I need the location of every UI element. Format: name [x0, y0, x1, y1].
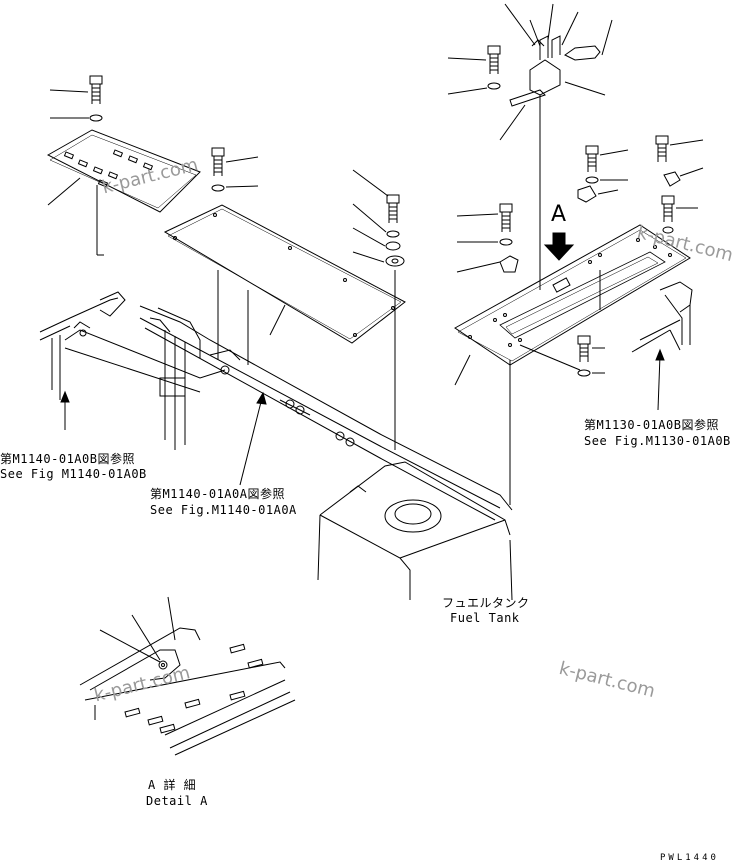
left-cover-plate — [46, 129, 201, 213]
ref-m1140b-jp: 第M1140-01A0B図参照 — [0, 452, 135, 466]
view-arrow-a — [543, 232, 575, 261]
ref-m1130b-en: See Fig.M1130-01A0B — [584, 434, 731, 448]
view-letter-a: A — [551, 202, 567, 227]
fuel-tank — [317, 461, 513, 601]
center-cover-plate — [163, 204, 406, 344]
fuel-tank-label-jp: フュエルタンク — [442, 596, 530, 610]
fuel-tank-label-en: Fuel Tank — [450, 611, 520, 625]
frame-rails — [39, 291, 513, 521]
detail-a-label-en: Detail A — [146, 794, 208, 808]
bolt-left — [49, 75, 103, 122]
ref-m1140a-en: See Fig.M1140-01A0A — [150, 503, 297, 517]
top-right-bracket — [447, 3, 613, 290]
bolts-right — [456, 135, 704, 377]
bolt-spacer-stack — [352, 169, 405, 450]
ref-m1130b-jp: 第M1130-01A0B図参照 — [584, 418, 719, 432]
detail-a-drawing — [79, 596, 296, 756]
right-frame-piece — [631, 281, 693, 353]
ref-m1140a-jp: 第M1140-01A0A図参照 — [150, 487, 285, 501]
drawing-reference: PWL1440 — [660, 853, 719, 863]
bolt-center — [211, 147, 259, 192]
detail-a-label-jp: A 詳 細 — [148, 778, 197, 792]
ref-m1140b-en: See Fig M1140-01A0B — [0, 467, 147, 481]
